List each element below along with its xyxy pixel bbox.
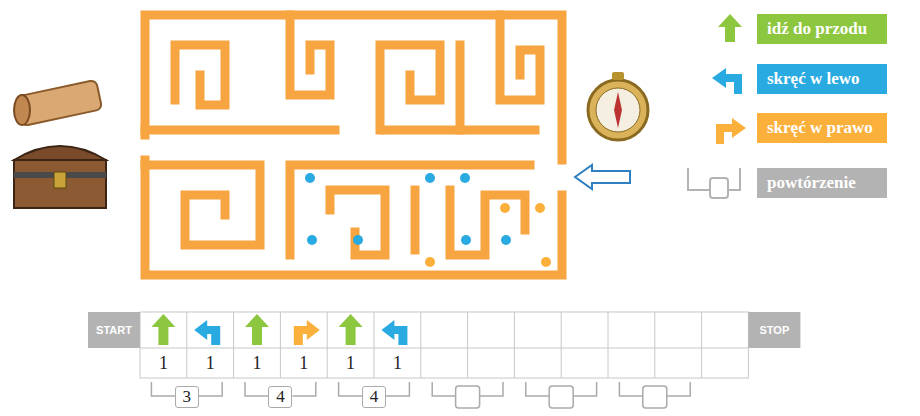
- legend-label-box: powtórzenie: [757, 168, 887, 198]
- legend-text: idź do przodu: [767, 19, 867, 39]
- legend-label-box: skręć w lewo: [757, 64, 887, 94]
- legend-text: skręć w prawo: [767, 118, 873, 138]
- repeat-count: 4: [362, 386, 386, 408]
- legend-label-box: idź do przodu: [757, 14, 887, 44]
- repeat-count: 4: [268, 386, 292, 408]
- legend-label-box: skręć w prawo: [757, 113, 887, 143]
- repeat-count: 3: [175, 386, 199, 408]
- step-count: 1: [374, 349, 421, 378]
- start-label: START: [88, 312, 140, 348]
- legend-text: skręć w lewo: [767, 69, 860, 89]
- step-count: 1: [187, 349, 234, 378]
- stop-label: STOP: [748, 312, 800, 348]
- step-count: 1: [327, 349, 374, 378]
- step-count: 1: [234, 349, 281, 378]
- legend-text: powtórzenie: [767, 173, 856, 193]
- step-count: 1: [280, 349, 327, 378]
- step-count: 1: [140, 349, 187, 378]
